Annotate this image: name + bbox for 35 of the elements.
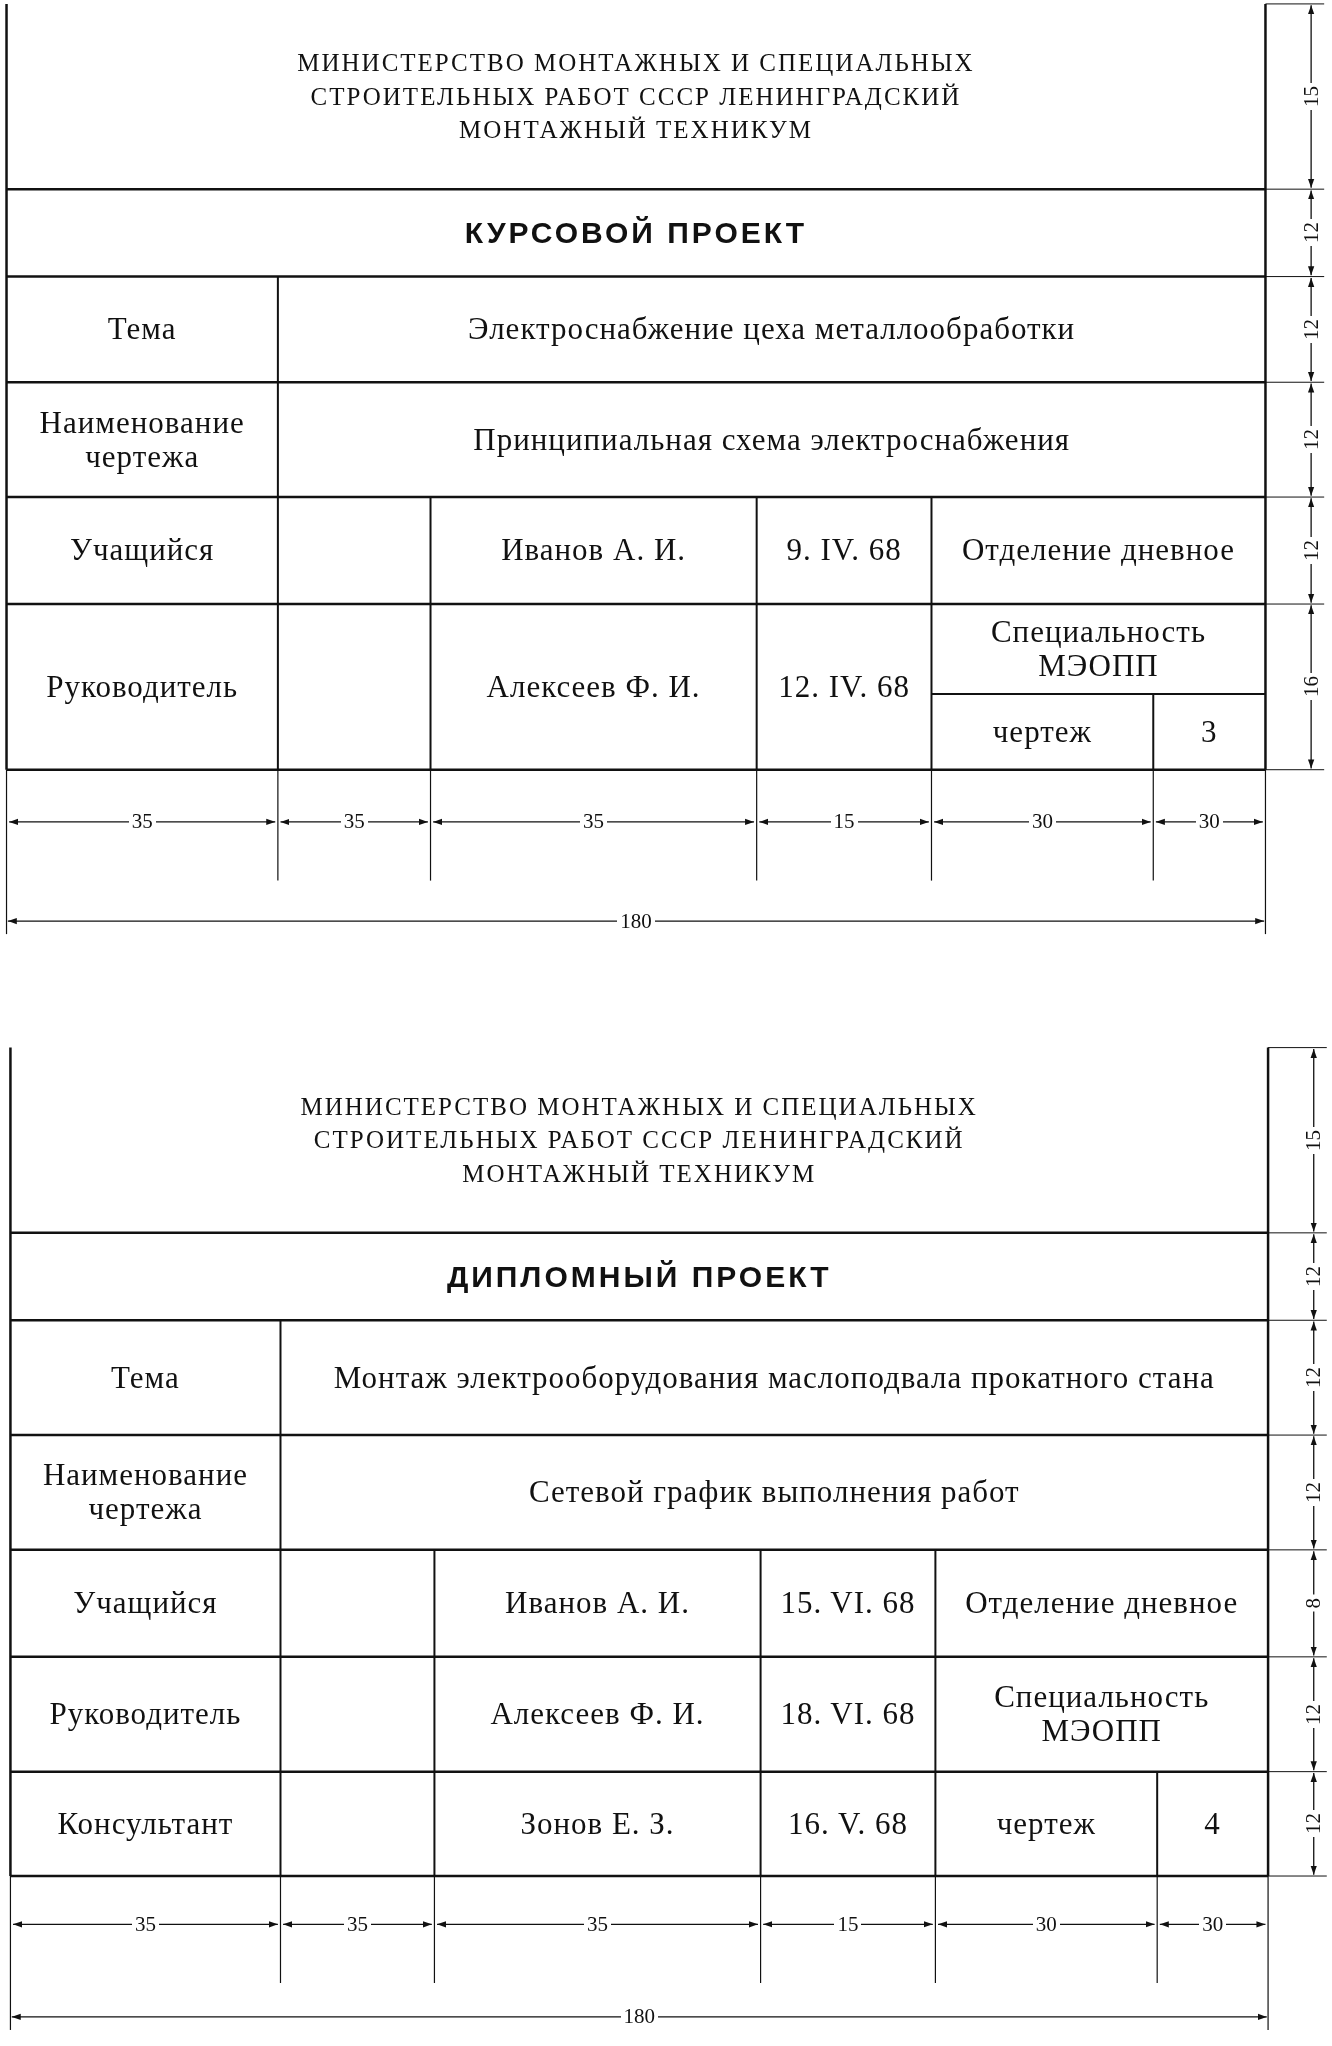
field-value: Иванов А. И. — [505, 1586, 690, 1621]
field-value: Отделение дневное — [965, 1586, 1239, 1621]
field-label: чертеж — [992, 714, 1092, 749]
field-value: Сетевой график выполнения работ — [528, 1475, 1020, 1510]
organization-heading: МИНИСТЕРСТВО МОНТАЖНЫХ И СПЕЦИАЛЬНЫХ СТРОИТЕЛЬНЫХ РАБОТ СССР ЛЕНИНГРАДСКИЙ МОНТАЖНЫЙ ТЕХНИКУМ — [296, 47, 976, 146]
field-label: Тема — [107, 312, 177, 347]
field-value: Иванов А. И. — [501, 533, 687, 568]
field-value: 18. VI. 68 — [780, 1697, 916, 1732]
field-value: 12. IV. 68 — [778, 669, 910, 704]
field-label: Учащийся — [70, 533, 215, 568]
field-value: Принципиальная схема электроснабжения — [473, 422, 1071, 457]
field-value: 9. IV. 68 — [786, 533, 902, 568]
document-title: ДИПЛОМНЫЙ ПРОЕКТ — [446, 1260, 832, 1294]
field-label: Учащийся — [73, 1586, 218, 1621]
field-value: Алексеев Ф. И. — [486, 669, 701, 704]
field-value: Зонов Е. З. — [520, 1806, 675, 1841]
field-value: Отделение дневное — [962, 533, 1235, 568]
field-value: 4 — [1204, 1806, 1221, 1841]
field-label: Руководитель — [49, 1697, 242, 1732]
field-label: Наименование чертежа — [38, 405, 246, 474]
field-label: Руководитель — [46, 669, 239, 704]
field-value: 3 — [1201, 714, 1218, 749]
document-title: КУРСОВОЙ ПРОЕКТ — [464, 216, 808, 250]
field-label: Тема — [111, 1360, 180, 1395]
field-value: Монтаж электрооборудования маслоподвала прокатного стана — [333, 1360, 1215, 1395]
field-value: 16. V. 68 — [788, 1806, 908, 1841]
field-label: Консультант — [57, 1806, 234, 1841]
field-value: Алексеев Ф. И. — [490, 1697, 705, 1732]
field-value: Электроснабжение цеха металлообработки — [468, 312, 1076, 347]
field-label: Наименование чертежа — [41, 1458, 249, 1527]
organization-heading: МИНИСТЕРСТВО МОНТАЖНЫХ И СПЕЦИАЛЬНЫХ СТРОИТЕЛЬНЫХ РАБОТ СССР ЛЕНИНГРАДСКИЙ МОНТАЖНЫЙ ТЕХНИКУМ — [299, 1091, 979, 1190]
field-value: 15. VI. 68 — [780, 1586, 916, 1621]
field-value: Специальность МЭОПП — [993, 1680, 1211, 1749]
field-label: чертеж — [996, 1806, 1096, 1841]
field-value: Специальность МЭОПП — [989, 614, 1208, 684]
